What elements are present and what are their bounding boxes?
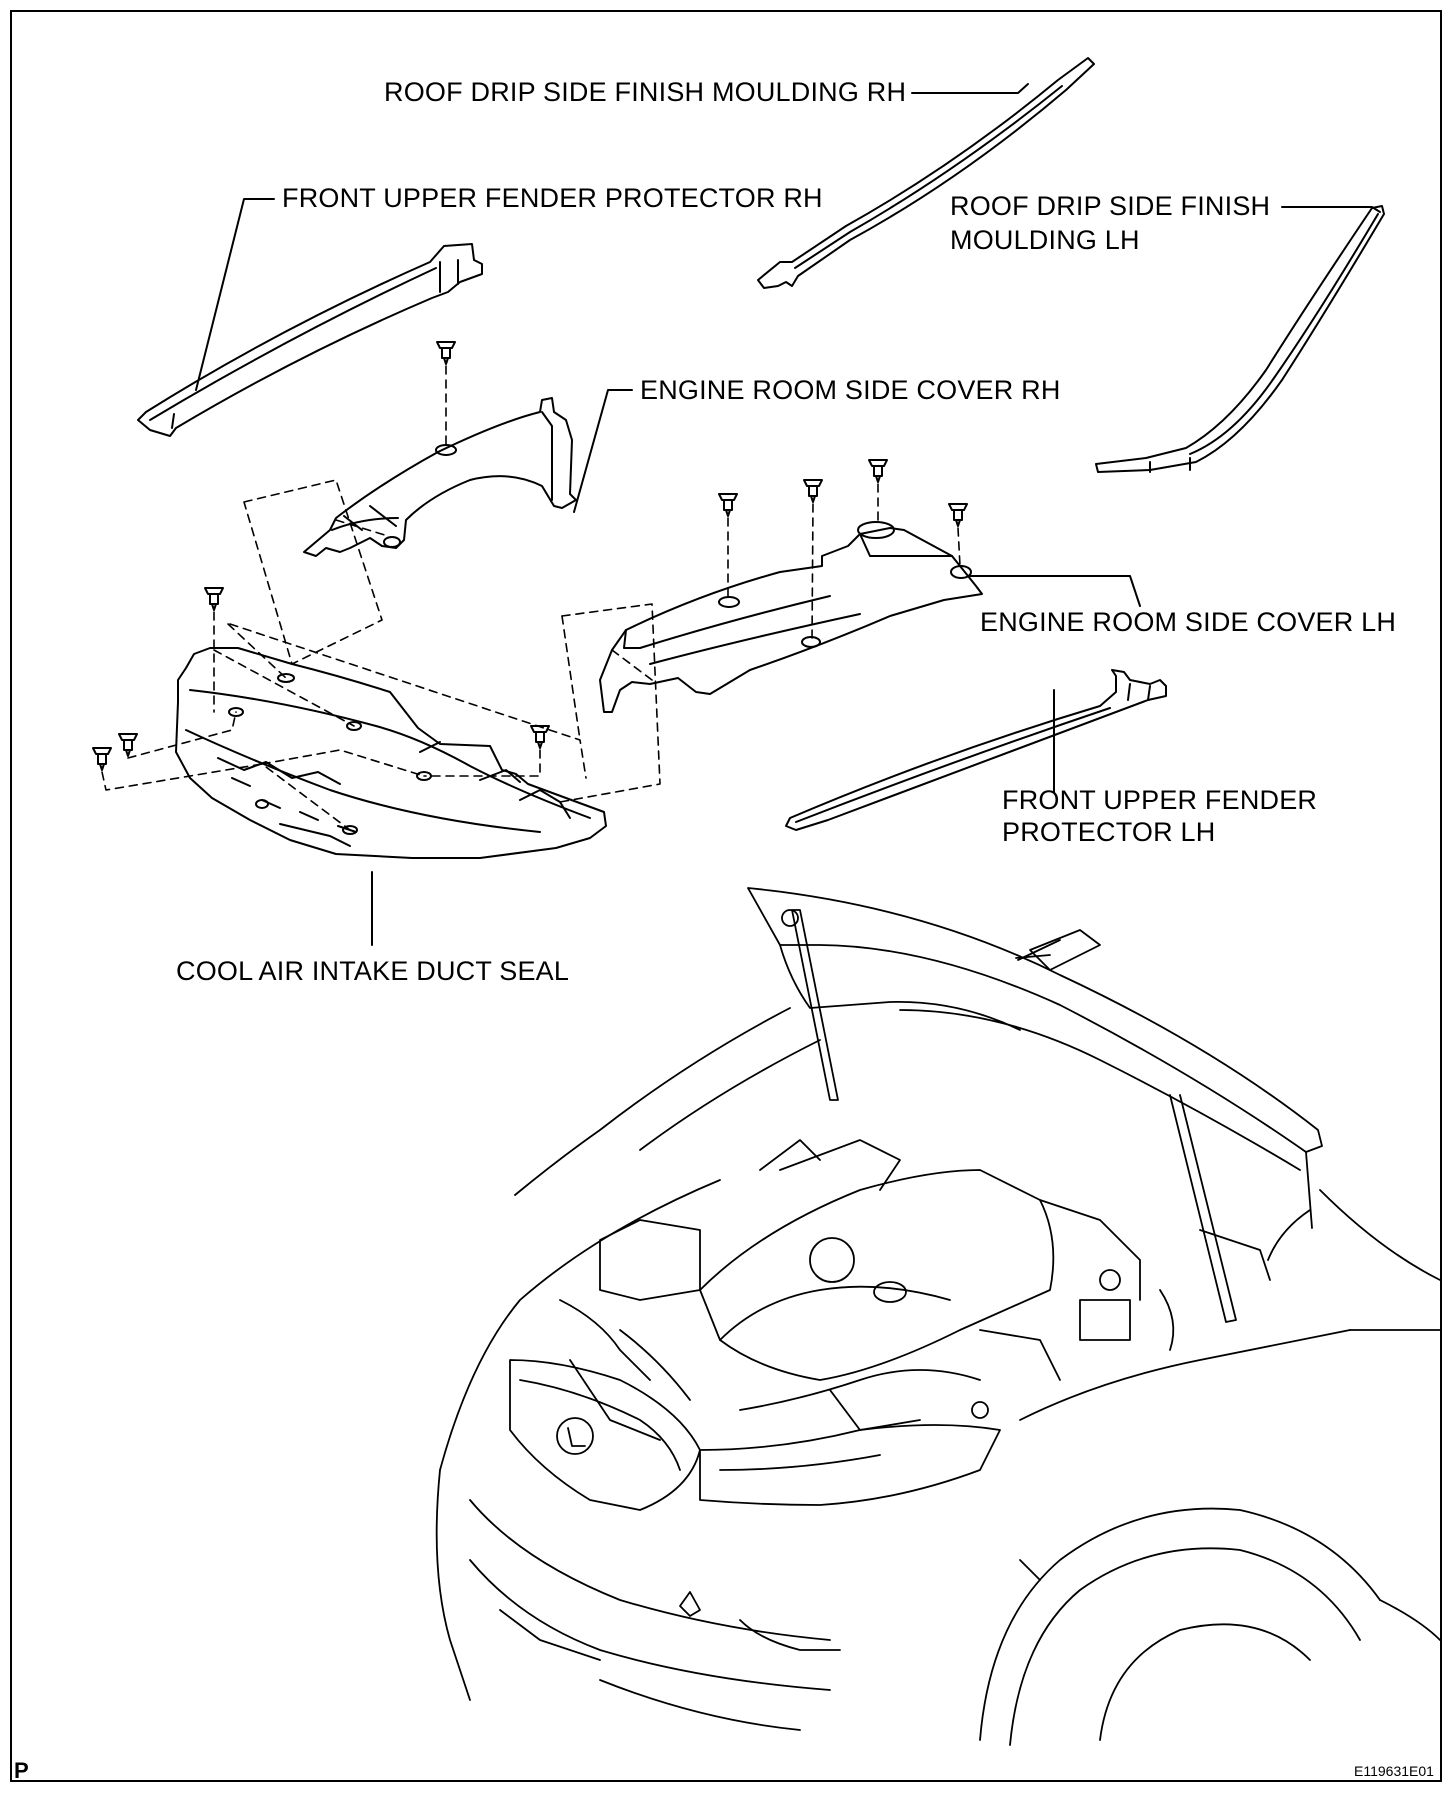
clip-icon: [948, 503, 968, 527]
engine-cover-lh: [599, 521, 983, 713]
diagram-frame: [10, 10, 1442, 1782]
clip-icon: [718, 493, 738, 517]
clip-icon: [204, 587, 224, 611]
label-roof-drip-moulding-lh-line2: MOULDING LH: [950, 225, 1140, 255]
label-cool-air-intake-duct-seal: COOL AIR INTAKE DUCT SEAL: [176, 956, 570, 986]
corner-letter: P: [14, 1758, 29, 1783]
label-front-fender-protector-lh-line1: FRONT UPPER FENDER: [1002, 785, 1318, 815]
car-front-illustration: [435, 887, 1441, 1746]
clips: [92, 341, 968, 771]
fender-protector-rh: [137, 243, 483, 437]
clip-icon: [803, 479, 823, 503]
fender-protector-lh: [785, 669, 1167, 831]
leader-engine-rh: [573, 389, 633, 513]
label-engine-room-side-cover-lh: ENGINE ROOM SIDE COVER LH: [980, 607, 1397, 637]
clip-icon: [868, 459, 888, 483]
leader-roof-rh: [911, 83, 1029, 94]
roof-moulding-rh: [757, 57, 1095, 289]
alignment-dashes: [101, 365, 961, 831]
leader-fender-rh: [195, 198, 275, 391]
label-roof-drip-moulding-lh-line1: ROOF DRIP SIDE FINISH: [950, 191, 1271, 221]
label-front-fender-protector-rh: FRONT UPPER FENDER PROTECTOR RH: [282, 183, 823, 213]
clip-icon: [530, 725, 550, 749]
leader-roof-lh: [1281, 206, 1381, 213]
roof-moulding-lh: [1095, 205, 1385, 473]
label-roof-drip-moulding-rh: ROOF DRIP SIDE FINISH MOULDING RH: [384, 77, 907, 107]
leader-lines: [195, 83, 1381, 946]
cool-air-intake-duct-seal: [175, 647, 607, 859]
clip-icon: [436, 341, 456, 365]
label-engine-room-side-cover-rh: ENGINE ROOM SIDE COVER RH: [640, 375, 1061, 405]
figure-code: E119631E01: [1354, 1763, 1434, 1779]
clip-icon: [118, 733, 138, 757]
engine-cover-rh: [303, 397, 577, 557]
clip-icon: [92, 747, 112, 771]
leader-engine-lh: [967, 575, 1141, 607]
label-front-fender-protector-lh-line2: PROTECTOR LH: [1002, 817, 1216, 847]
